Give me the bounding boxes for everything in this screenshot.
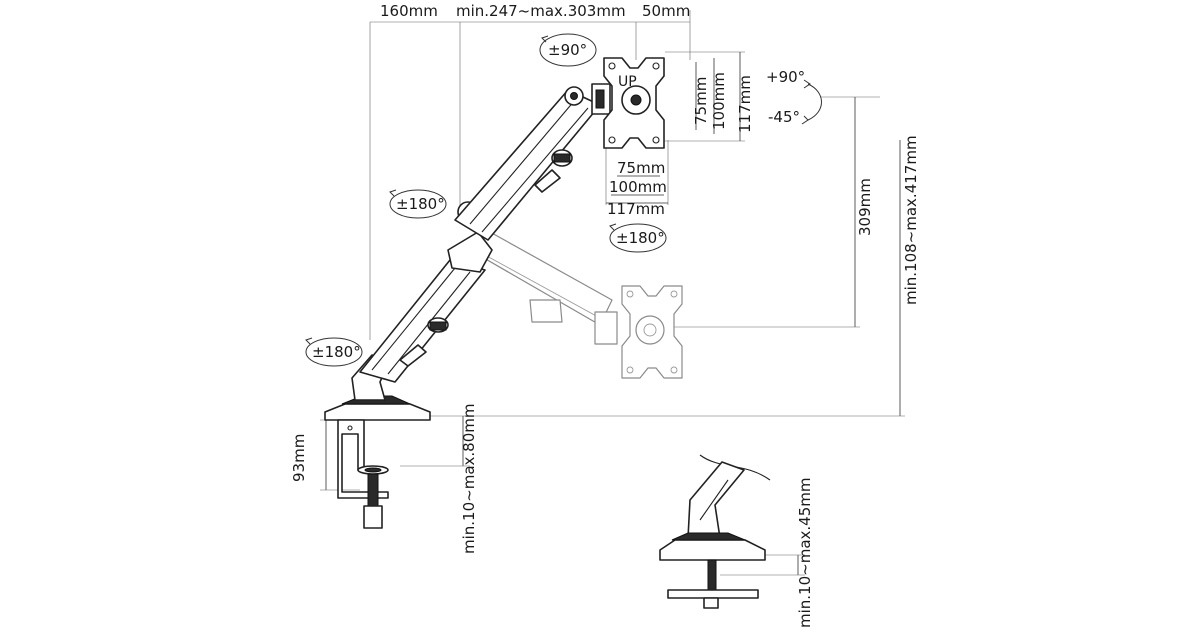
label-vesa-w-75: 75mm [617, 159, 665, 177]
rotation-labels: ±90° +90° -45° ±180° ±180° ±180° [312, 41, 805, 361]
rotation-arrow-elbow-icon [389, 189, 447, 219]
label-vesa-h-117: 117mm [736, 75, 754, 133]
rotation-arrow-base-icon [305, 337, 363, 367]
label-arm-reach: min.247~max.303mm [456, 2, 626, 20]
label-rotate-down: -45° [768, 108, 800, 126]
dimension-labels: 160mm min.247~max.303mm 50mm 75mm 100mm … [290, 2, 920, 628]
label-top-offset: 160mm [380, 2, 438, 20]
label-base-rotation: ±180° [312, 343, 361, 361]
arm-main: UP [324, 57, 665, 421]
label-vesa-w-117: 117mm [607, 200, 665, 218]
label-rotate-up: +90° [766, 68, 805, 86]
label-elbow-rotation: ±180° [396, 195, 445, 213]
label-head-rotation: ±180° [616, 229, 665, 247]
label-vesa-top: 50mm [642, 2, 690, 20]
rotation-arrow-right-icon [801, 79, 822, 125]
rotation-arrow-head-icon [609, 223, 667, 253]
label-clamp-thickness: min.10~max.80mm [460, 404, 478, 554]
vesa-up-marking: UP [618, 74, 637, 90]
label-vesa-w-100: 100mm [609, 178, 667, 196]
label-clamp-height: 93mm [290, 434, 308, 482]
label-grommet-thickness: min.10~max.45mm [796, 478, 814, 628]
arm-lowered-ghost [469, 231, 683, 379]
label-vesa-h-100: 100mm [710, 72, 728, 130]
label-tilt-top: ±90° [548, 41, 587, 59]
dimension-lines [320, 10, 905, 576]
rotation-arrow-top-icon [539, 33, 597, 67]
grommet-detail [659, 454, 771, 609]
label-lift-range: 309mm [856, 178, 874, 236]
label-vesa-h-75: 75mm [692, 77, 710, 125]
label-height-range: min.108~max.417mm [902, 135, 920, 305]
desk-clamp [337, 419, 389, 529]
